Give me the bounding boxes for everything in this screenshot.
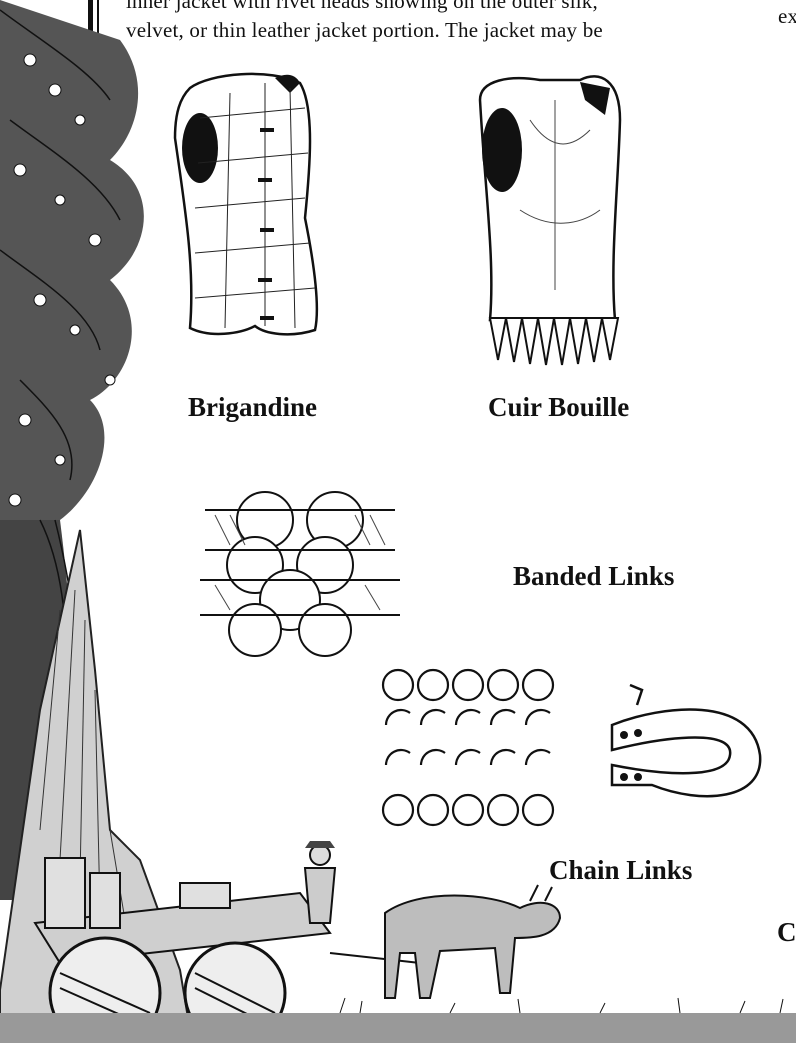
caption-banded-links: Banded Links [513, 561, 674, 592]
body-text-line-1: inner jacket with rivet heads showing on… [126, 0, 598, 13]
right-column-text-fragment: ex [778, 4, 796, 28]
banded-links-illustration [195, 490, 405, 660]
caption-brigandine: Brigandine [188, 392, 317, 423]
cuir-bouille-illustration [470, 60, 630, 360]
open-link-illustration [602, 685, 772, 825]
ox-cart-scene [0, 813, 796, 1043]
caption-cuir-bouille: Cuir Bouille [488, 392, 629, 423]
chain-links-illustration [378, 665, 578, 835]
brigandine-illustration [170, 68, 320, 348]
body-text-line-2: velvet, or thin leather jacket portion. … [126, 18, 603, 42]
